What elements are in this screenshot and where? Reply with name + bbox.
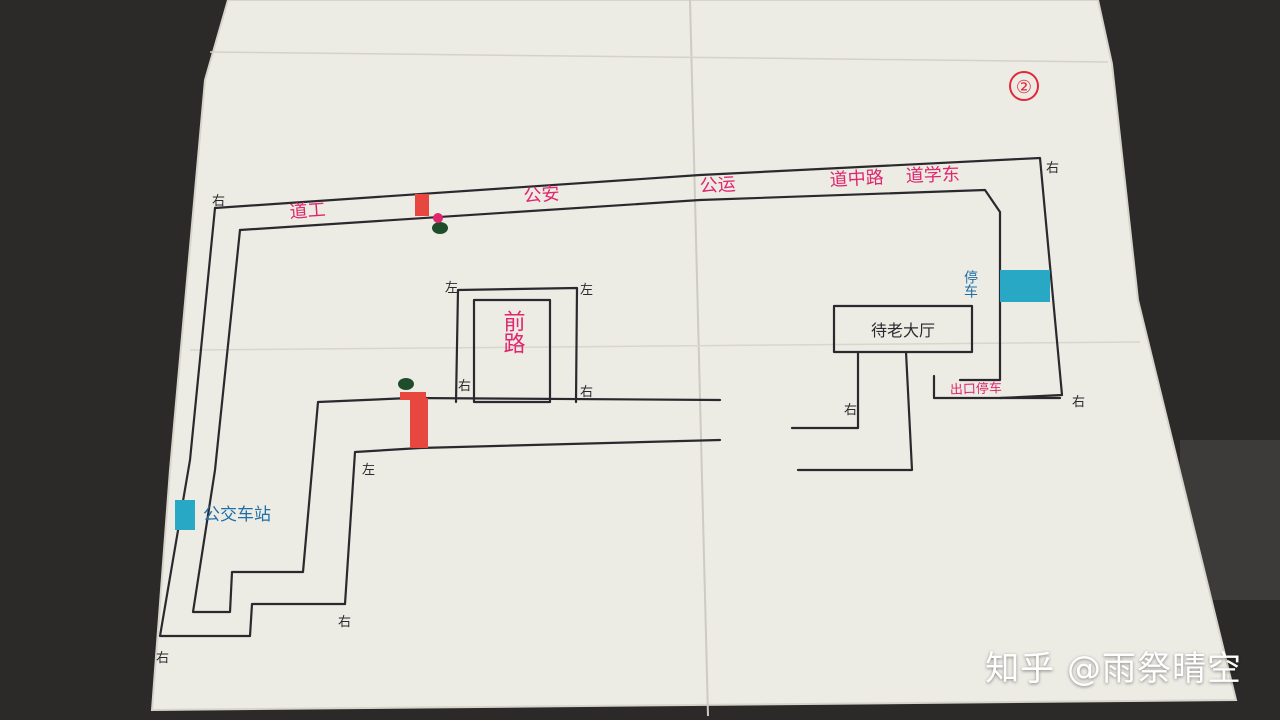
red-marker-mid-top <box>400 392 426 400</box>
turn-mark-right-2: 右 <box>1046 161 1059 176</box>
turn-marks: 右 右 右 左 左 右 右 左 右 右 右 <box>156 161 1085 666</box>
turn-mark-right-7: 右 <box>338 615 351 630</box>
green-dot-mid <box>398 378 414 390</box>
turn-mark-right-5: 右 <box>580 385 593 400</box>
turn-mark-left-2: 左 <box>580 283 593 298</box>
turn-mark-left-3: 左 <box>362 463 375 478</box>
turn-mark-right-4: 右 <box>458 379 471 394</box>
fold-horizontal-top <box>209 51 1109 63</box>
turn-mark-right-3: 右 <box>1072 395 1085 410</box>
bus-stop-block <box>175 500 195 530</box>
turn-mark-right-8: 右 <box>156 651 169 666</box>
turn-mark-right-1: 右 <box>212 194 225 209</box>
center-building-label: 前路 <box>500 310 526 354</box>
road-label-2: 公安 <box>523 184 560 207</box>
road-label-1: 道工 <box>289 200 326 223</box>
red-marker-mid <box>410 398 428 448</box>
exit-label: 出口停车 <box>950 380 1003 398</box>
fold-horizontal-mid <box>189 341 1141 351</box>
hall-label: 待老大厅 <box>871 321 935 340</box>
red-marker-top <box>415 194 429 216</box>
watermark: 知乎 @雨祭晴空 <box>985 649 1242 689</box>
road-label-4: 道中路 <box>829 167 884 191</box>
pink-dot-top <box>433 213 443 223</box>
page-number: ② <box>1016 77 1032 98</box>
green-dot-top <box>432 222 448 234</box>
paper-sheet <box>150 0 1238 712</box>
turn-mark-left-1: 左 <box>445 281 458 296</box>
parking-label: 停车 <box>962 269 978 298</box>
fold-vertical <box>689 0 709 717</box>
parking-block <box>1000 270 1050 302</box>
bus-stop-label: 公交车站 <box>203 505 271 525</box>
page-number-circle <box>1009 71 1039 101</box>
road-label-5: 道学东 <box>905 164 960 187</box>
top-road-labels: 道工 公安 公运 道中路 道学东 <box>289 164 960 223</box>
turn-mark-right-6: 右 <box>844 403 857 418</box>
road-lines <box>158 156 1064 638</box>
road-label-3: 公运 <box>699 174 736 197</box>
